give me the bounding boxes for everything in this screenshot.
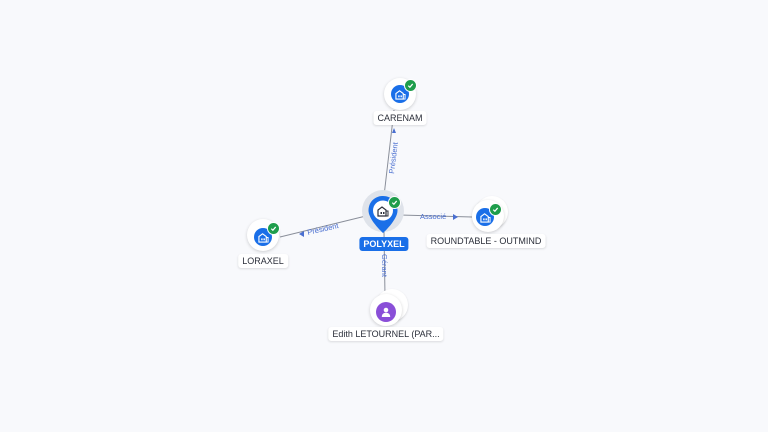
node-carenam[interactable] — [384, 78, 420, 114]
building-icon — [394, 89, 406, 100]
node-label-loraxel[interactable]: LORAXEL — [238, 254, 288, 268]
edge-label-left: Président — [306, 221, 340, 237]
edge-arrow-right — [453, 214, 458, 220]
verified-check-icon — [267, 222, 280, 235]
node-label-polyxel[interactable]: POLYXEL — [359, 237, 409, 251]
node-edith-letournel[interactable] — [368, 289, 412, 329]
node-loraxel[interactable] — [247, 219, 283, 255]
verified-check-icon — [489, 203, 502, 216]
verified-check-icon — [388, 196, 401, 209]
building-icon — [257, 232, 269, 243]
node-label-roundtable-outmind[interactable]: ROUNDTABLE - OUTMIND — [426, 234, 546, 248]
node-label-edith-letournel[interactable]: Edith LETOURNEL (PAR... — [328, 327, 444, 341]
person-icon — [381, 307, 391, 317]
edge-line-right — [399, 214, 473, 218]
edge-label-bottom: Gérant — [380, 254, 389, 278]
edge-arrow-top — [392, 128, 396, 133]
building-icon — [479, 212, 491, 223]
edge-label-top: Président — [387, 141, 400, 174]
building-icon — [377, 206, 389, 217]
node-polyxel[interactable] — [362, 190, 406, 238]
edge-line-left — [279, 214, 371, 238]
edge-arrow-left — [299, 231, 304, 237]
node-label-carenam[interactable]: CARENAM — [373, 111, 427, 125]
edge-label-right: Associé — [420, 212, 446, 221]
node-roundtable-outmind[interactable] — [470, 196, 514, 236]
verified-check-icon — [404, 79, 417, 92]
